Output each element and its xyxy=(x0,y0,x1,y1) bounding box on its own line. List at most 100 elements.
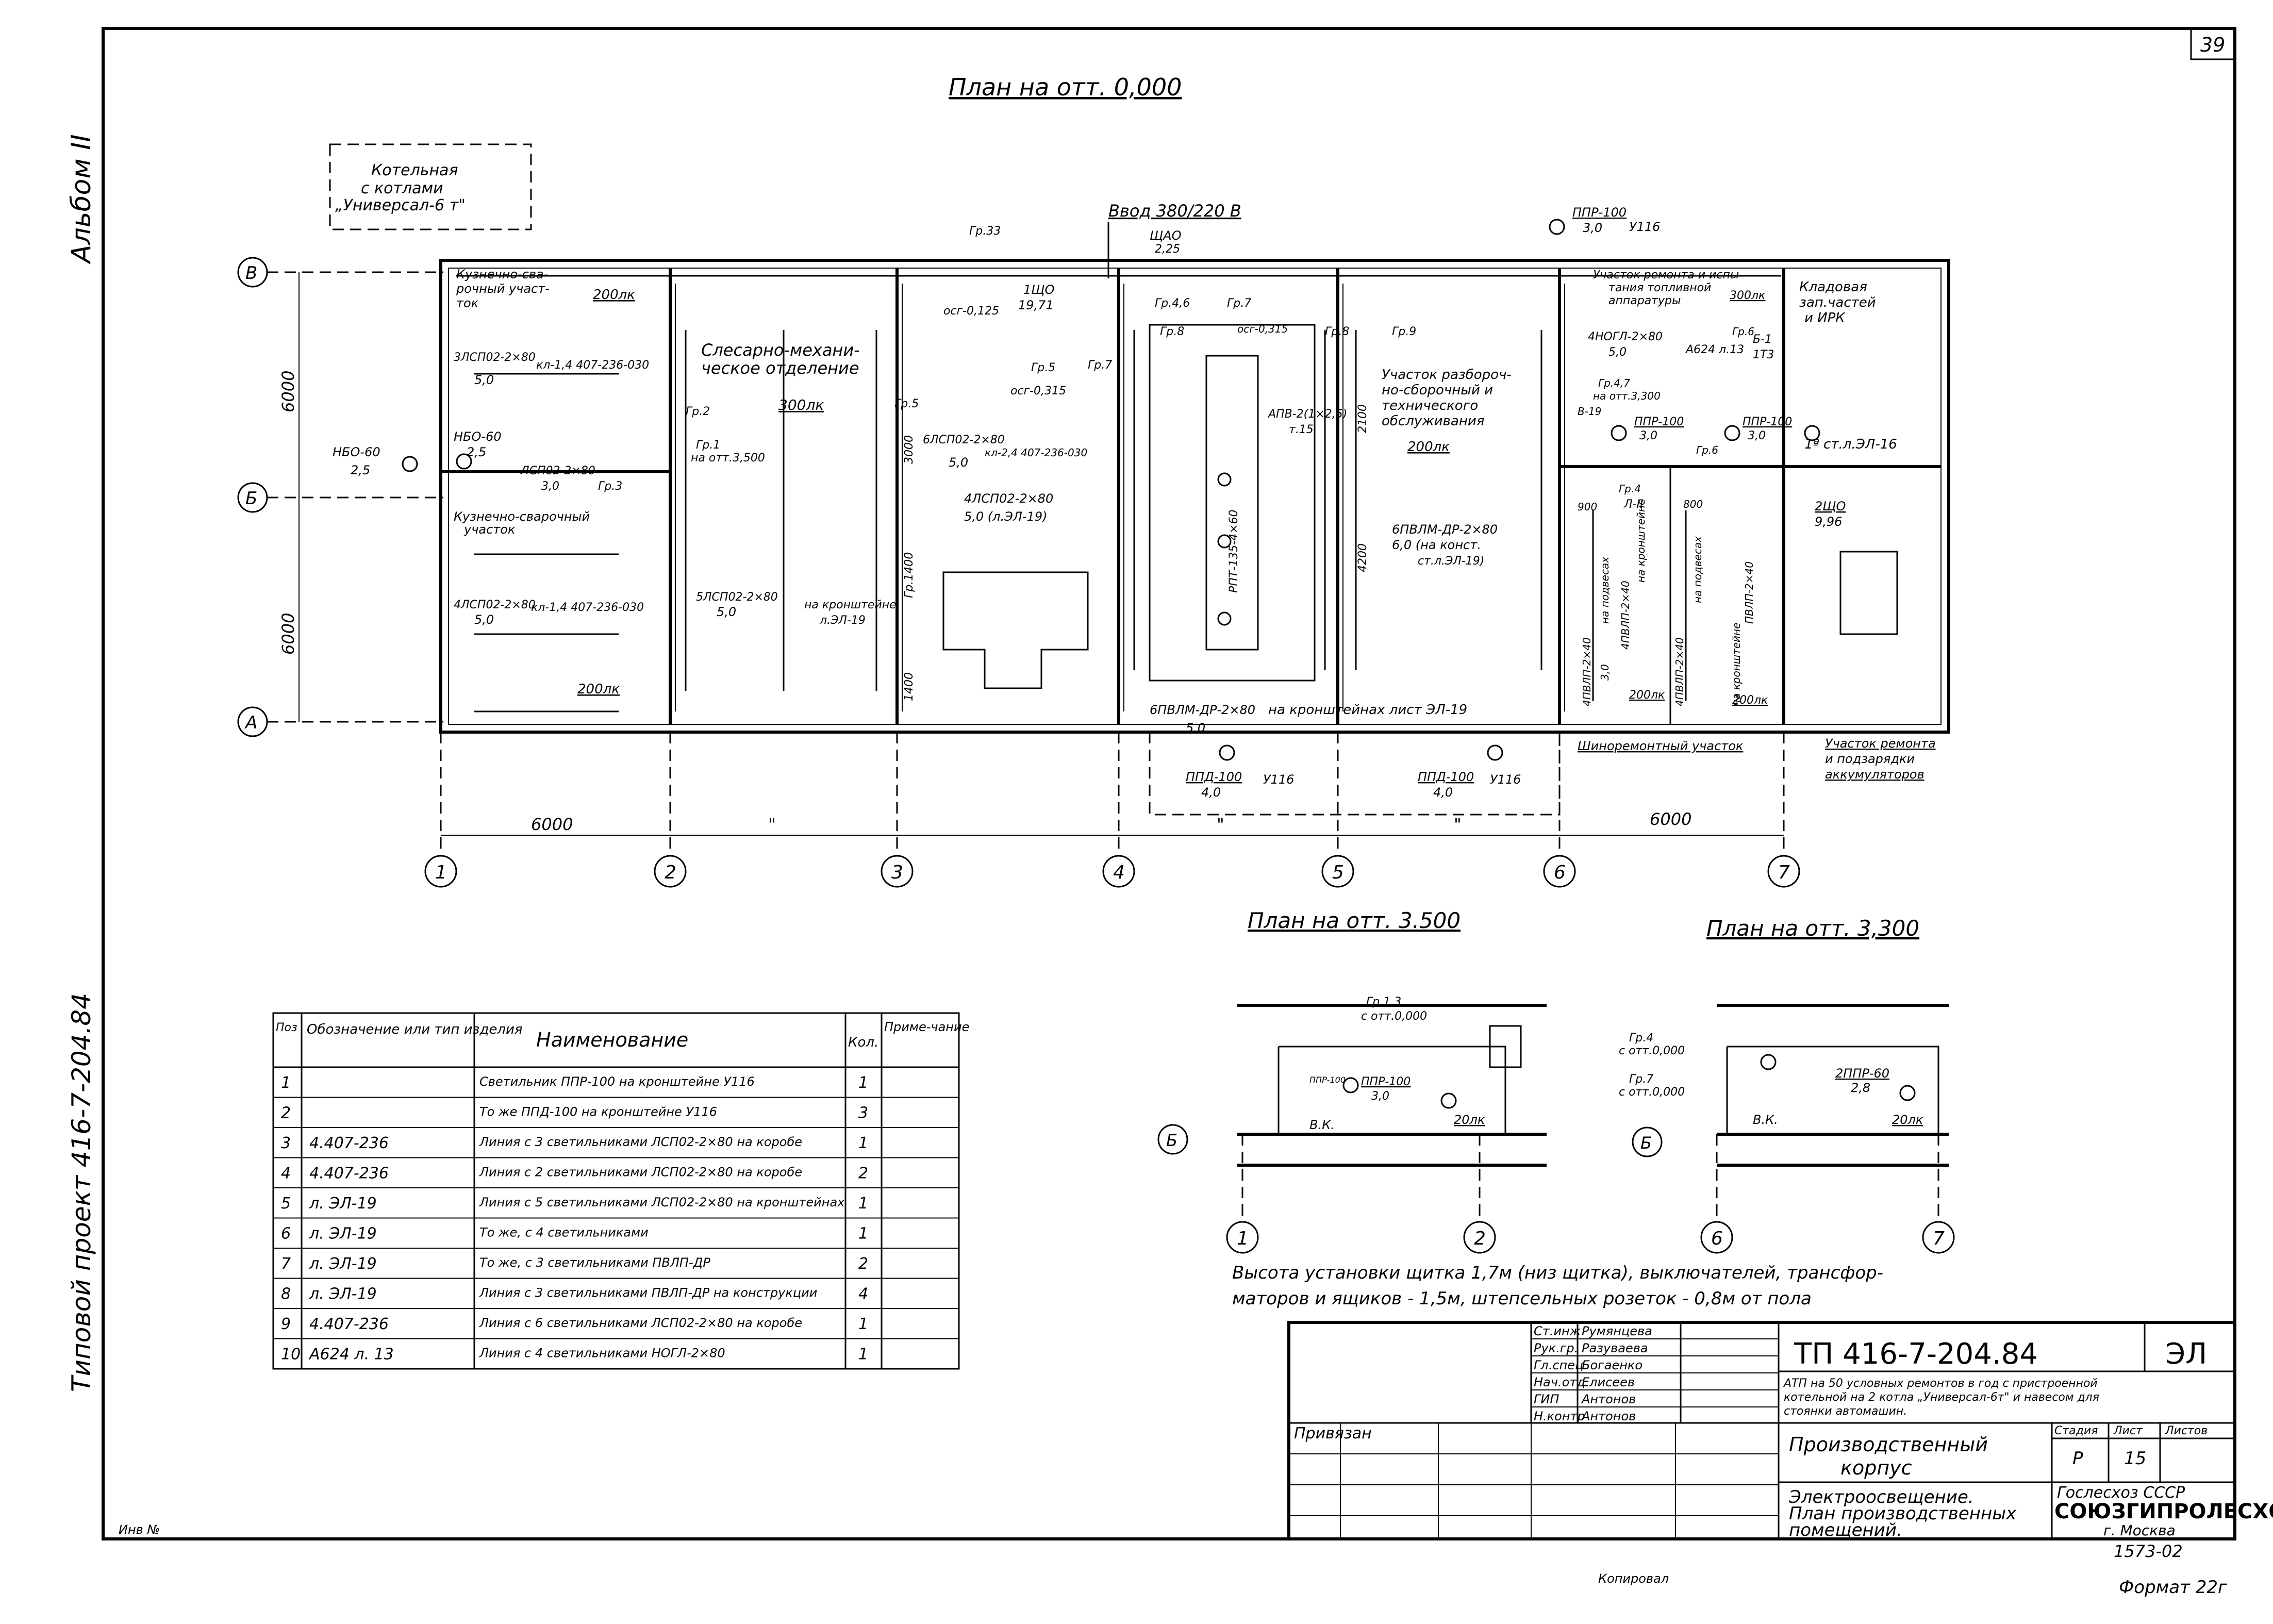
tb-sheet-3: помещений. xyxy=(1789,1520,1902,1540)
lbl-gr46: Гр.4,6 xyxy=(1155,297,1190,310)
p33-ppr: 2ППР-60 xyxy=(1835,1066,1889,1081)
tb-building-1: Производственный xyxy=(1789,1433,1988,1456)
spec-cell: То же, с 3 светильниками ПВЛП-ДР xyxy=(479,1255,710,1270)
spec-cell: л. ЭЛ-19 xyxy=(309,1255,377,1273)
lbl-rpt: РПТ-135-4×60 xyxy=(1227,509,1240,593)
lbl-bpvl: 6ПВЛМ-ДР-2×80 xyxy=(1392,522,1498,537)
lbl-gr7: Гр.7 xyxy=(1088,359,1112,372)
boiler-note-2: с котлами xyxy=(361,179,443,197)
lbl-ppr3v: 3,0 xyxy=(1748,429,1766,442)
lbl-nakr: на кронштейне xyxy=(1730,623,1743,706)
lbl-forge-bottom-1: Кузнечно-сварочный xyxy=(454,509,590,524)
spec-cell: 1 xyxy=(858,1225,868,1243)
p35-ppr-small: ППР-100 xyxy=(1309,1075,1346,1085)
copied-label: Копировал xyxy=(1598,1571,1669,1586)
tb-person: Богаенко xyxy=(1582,1358,1642,1372)
tb-privyazan: Привязан xyxy=(1294,1424,1372,1443)
format-label: Формат 22г xyxy=(2119,1577,2228,1598)
lbl-lux-shin-a: 200лк xyxy=(1629,689,1665,702)
spec-cell: То же, с 4 светильниками xyxy=(479,1225,649,1240)
lbl-v30b: 3,0 xyxy=(1599,664,1611,681)
lbl-klad-1: Кладовая xyxy=(1799,279,1867,295)
axis-a: А xyxy=(244,712,257,733)
lbl-lux-mech: 300лк xyxy=(778,396,824,413)
lbl-ppd1: ППД-100 xyxy=(1186,770,1242,784)
tb-list: 15 xyxy=(2124,1448,2146,1469)
spec-cell: 8 xyxy=(281,1285,291,1303)
lbl-gr5b: Гр.5 xyxy=(894,397,919,410)
p35-vk: В.К. xyxy=(1309,1118,1335,1132)
lbl-nbo2: НБО-60 xyxy=(454,429,502,444)
lbl-gr3: Гр.3 xyxy=(598,480,622,493)
note-line-2: маторов и ящиков - 1,5м, штепсельных роз… xyxy=(1232,1288,1812,1309)
axis-5: 5 xyxy=(1332,862,1344,883)
spec-cell: 2 xyxy=(858,1255,868,1273)
tb-building-2: корпус xyxy=(1840,1456,1912,1479)
dim-h-2: 6000 xyxy=(1650,809,1691,829)
lbl-l4b: 5,0 (л.ЭЛ-19) xyxy=(964,509,1048,524)
lbl-u116a: У116 xyxy=(1263,772,1294,787)
lbl-lux-toplivo: 300лк xyxy=(1730,289,1766,302)
lbl-l2lab: Л-II xyxy=(1623,498,1643,511)
spec-h-pos: Поз xyxy=(276,1021,297,1034)
p33-pprv: 2,8 xyxy=(1851,1081,1870,1095)
lbl-lsp: ЛСП02-2×80 xyxy=(520,465,595,477)
plan-33-title: План на отт. 3,300 xyxy=(1706,916,1919,941)
lbl-l6: 6ЛСП02-2×80 xyxy=(923,434,1005,446)
spec-cell: 1 xyxy=(281,1074,291,1092)
spec-cell: 2 xyxy=(858,1165,868,1183)
lbl-shin: Шиноремонтный участок xyxy=(1578,739,1744,753)
p33-gr4b: с отт.0,000 xyxy=(1619,1045,1685,1057)
spec-h-name: Наименование xyxy=(536,1029,688,1051)
p33-gr7: Гр.7 xyxy=(1629,1073,1653,1086)
lbl-bpvl-ref: ст.л.ЭЛ-19) xyxy=(1418,555,1484,568)
lbl-v25-a: 2,5 xyxy=(351,463,370,477)
tb-role: Гл.спец. xyxy=(1534,1358,1587,1372)
lbl-v25-b: 2,5 xyxy=(467,445,486,459)
lbl-lux-shin-b: 200лк xyxy=(1732,694,1768,707)
lbl-mech-2: ческое отделение xyxy=(701,358,859,378)
lbl-d900: 900 xyxy=(1578,501,1597,513)
lbl-klad-2: зап.частей xyxy=(1799,295,1876,310)
p35-axis-b: Б xyxy=(1166,1131,1177,1150)
axis-2: 2 xyxy=(665,862,676,883)
tb-role: ГИП xyxy=(1534,1392,1559,1406)
lbl-l6b: кл-2,4 407-236-030 xyxy=(985,446,1087,459)
lbl-toplivo-3: аппаратуры xyxy=(1608,294,1681,307)
lbl-g4: Гр.4 xyxy=(1619,483,1641,495)
lbl-d4200: 4200 xyxy=(1356,543,1369,572)
spec-cell: Линия с 2 светильниками ЛСП02-2×80 на ко… xyxy=(479,1165,802,1180)
dim-v-1: 6000 xyxy=(278,371,298,412)
lbl-forge-top-1: Кузнечно-сва- xyxy=(456,267,548,281)
p35-axis-1: 1 xyxy=(1237,1228,1249,1249)
lbl-l2: 4ЛСП02-2×80 xyxy=(454,599,536,611)
spec-cell: Линия с 4 светильниками НОГЛ-2×80 xyxy=(479,1346,725,1361)
tb-desc-2: котельной на 2 котла „Универсал-6т" и на… xyxy=(1784,1391,2099,1404)
axis-6: 6 xyxy=(1554,862,1566,883)
spec-cell: 4 xyxy=(858,1285,868,1303)
tb-org-2: СОЮЗГИПРОЛЕСХОЗ xyxy=(2054,1500,2273,1523)
tb-lists-h: Листов xyxy=(2165,1424,2208,1437)
p33-gr7b: с отт.0,000 xyxy=(1619,1086,1685,1099)
tb-role: Рук.гр. xyxy=(1534,1341,1578,1355)
spec-cell: 2 xyxy=(281,1104,291,1122)
lbl-shch1v: 19,71 xyxy=(1018,298,1054,312)
axis-letters: В Б А 6000 6000 xyxy=(237,257,443,737)
plan-main-title: План на отт. 0,000 xyxy=(949,73,1182,101)
lbl-d2100: 2100 xyxy=(1356,404,1369,433)
axis-7: 7 xyxy=(1778,862,1790,883)
tb-mark: ЭЛ xyxy=(2165,1337,2207,1371)
tb-person: Разуваева xyxy=(1582,1341,1648,1355)
lbl-b19: В-19 xyxy=(1578,405,1601,418)
tb-org-1: Гослесхоз СССР xyxy=(2057,1484,2185,1502)
lbl-gr6: Гр.6 xyxy=(1732,325,1754,338)
spec-cell: Линия с 3 светильниками ЛСП02-2×80 на ко… xyxy=(479,1135,802,1149)
spec-cell: 1 xyxy=(858,1134,868,1152)
spec-cell: 1 xyxy=(858,1315,868,1333)
tb-list-h: Лист xyxy=(2113,1424,2143,1437)
lbl-b1: Б-1 xyxy=(1753,333,1772,346)
dim-h-1: 6000 xyxy=(531,815,573,834)
p33-lux: 20лк xyxy=(1892,1113,1923,1127)
spec-cell: Светильник ППР-100 на кронштейне У116 xyxy=(479,1074,755,1089)
